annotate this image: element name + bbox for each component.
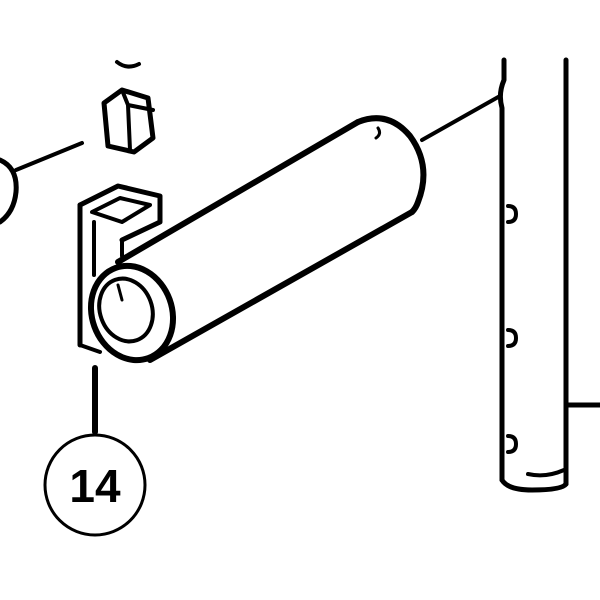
callout-14: 14 (43, 365, 147, 537)
square-bracket-part (77, 183, 163, 354)
callout-14-label: 14 (69, 460, 121, 512)
left-callout-partial (0, 141, 84, 225)
cylinder-tube-part (87, 94, 502, 364)
top-nut-fragment (115, 60, 141, 69)
callout-14-circle (43, 433, 147, 537)
left-leader-line (14, 141, 84, 172)
vertical-rod-part (497, 57, 600, 493)
tube-leader-line (420, 94, 502, 142)
hex-nut-part (101, 87, 156, 155)
